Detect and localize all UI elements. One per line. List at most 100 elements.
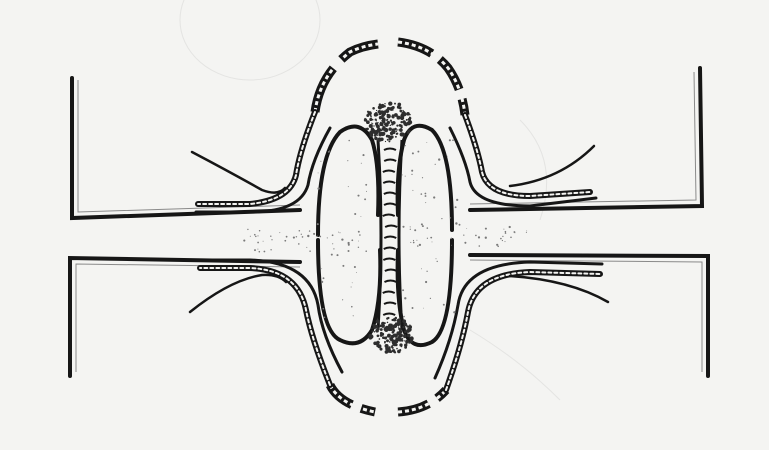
granule: [382, 336, 385, 339]
stipple-dot: [342, 299, 343, 300]
strand-tick: [384, 160, 396, 162]
stipple-dot: [422, 225, 424, 227]
stipple-dot: [425, 281, 427, 283]
stipple-dot: [441, 218, 442, 219]
stipple-dot: [338, 232, 339, 233]
granule: [379, 325, 382, 328]
strand-tick: [384, 303, 396, 305]
strand-tick: [383, 292, 395, 294]
granule: [380, 110, 384, 114]
granule: [377, 134, 379, 136]
granule: [391, 319, 393, 321]
granule: [397, 129, 398, 130]
stipple-dot: [354, 213, 356, 215]
stipple-dot: [419, 244, 421, 246]
granule: [373, 125, 374, 126]
stipple-dot: [411, 170, 413, 172]
stipple-dot: [500, 238, 502, 240]
granule: [398, 339, 400, 341]
stipple-dot: [313, 233, 315, 235]
granule: [396, 133, 398, 135]
stipple-dot: [466, 228, 467, 229]
granule: [376, 125, 380, 129]
granule: [373, 341, 377, 345]
stipple-dot: [293, 237, 295, 239]
granule: [396, 125, 398, 127]
stipple-dot: [410, 226, 411, 227]
strand-tick: [384, 193, 396, 195]
granule: [407, 326, 409, 328]
stipple-dot: [413, 240, 414, 241]
stipple-dot: [317, 187, 319, 189]
stipple-dot: [317, 223, 319, 225]
granule: [366, 114, 369, 117]
stipple-dot: [358, 231, 360, 233]
stipple-dot: [452, 139, 454, 141]
stipple-dot: [320, 161, 321, 162]
stipple-dot: [307, 235, 309, 237]
granule: [397, 319, 401, 323]
stipple-dot: [328, 151, 330, 153]
granule: [375, 325, 378, 328]
stipple-dot: [437, 261, 438, 262]
strand-tick: [384, 149, 396, 151]
stipple-dot: [414, 229, 416, 231]
stipple-dot: [259, 230, 260, 231]
granule: [376, 110, 377, 111]
inner-membrane-left-top: [318, 127, 378, 235]
granule: [379, 132, 381, 134]
granule: [391, 116, 393, 118]
strand-tick: [384, 248, 396, 250]
granule: [412, 337, 413, 338]
granule: [402, 319, 406, 323]
granule: [385, 326, 389, 330]
granule: [409, 340, 411, 342]
stipple-dot: [427, 238, 428, 239]
granule: [393, 324, 397, 328]
granule: [402, 338, 404, 340]
granule: [409, 342, 410, 343]
stipple-dot: [505, 231, 507, 233]
granule: [384, 322, 386, 324]
granule: [374, 137, 378, 141]
membrane-right-upper: [450, 115, 596, 206]
stipple-dot: [510, 237, 512, 239]
stipple-dot: [331, 254, 333, 256]
stipple-dot: [362, 154, 364, 156]
stipple-dot: [319, 236, 321, 238]
stipple-dot: [348, 244, 350, 246]
stipple-dot: [317, 236, 318, 237]
stipple-dot: [463, 234, 464, 235]
stipple-dot: [475, 235, 477, 237]
stipple-dot: [270, 249, 271, 250]
granule: [391, 121, 393, 123]
stipple-dot: [485, 237, 487, 239]
fibre-right-top: [510, 146, 594, 186]
stipple-dot: [502, 236, 503, 237]
stipple-dot: [250, 236, 251, 237]
stipple-dot: [323, 277, 325, 279]
stipple-dot: [271, 239, 272, 240]
stipple-dot: [263, 251, 265, 253]
granule: [376, 120, 377, 121]
fibre-left-bottom: [190, 275, 286, 312]
granule: [387, 139, 389, 141]
granule: [378, 341, 380, 343]
stipple-dot: [354, 266, 356, 268]
stipple-dot: [502, 240, 503, 241]
outer-membrane-bottom-left: [330, 385, 375, 412]
granule: [375, 112, 378, 115]
stipple-dot: [425, 202, 426, 203]
granule: [380, 328, 383, 331]
stipple-dot: [257, 249, 258, 250]
stipple-dot: [358, 247, 359, 248]
stipple-dot: [358, 241, 359, 242]
stipple-dot: [505, 232, 507, 234]
stipple-dot: [435, 164, 436, 165]
stipple-dot: [410, 242, 411, 243]
stipple-dot: [361, 163, 362, 164]
granule: [380, 104, 384, 108]
stipple-dot: [347, 160, 348, 161]
stipple-dot: [425, 195, 427, 197]
granule: [404, 340, 405, 341]
